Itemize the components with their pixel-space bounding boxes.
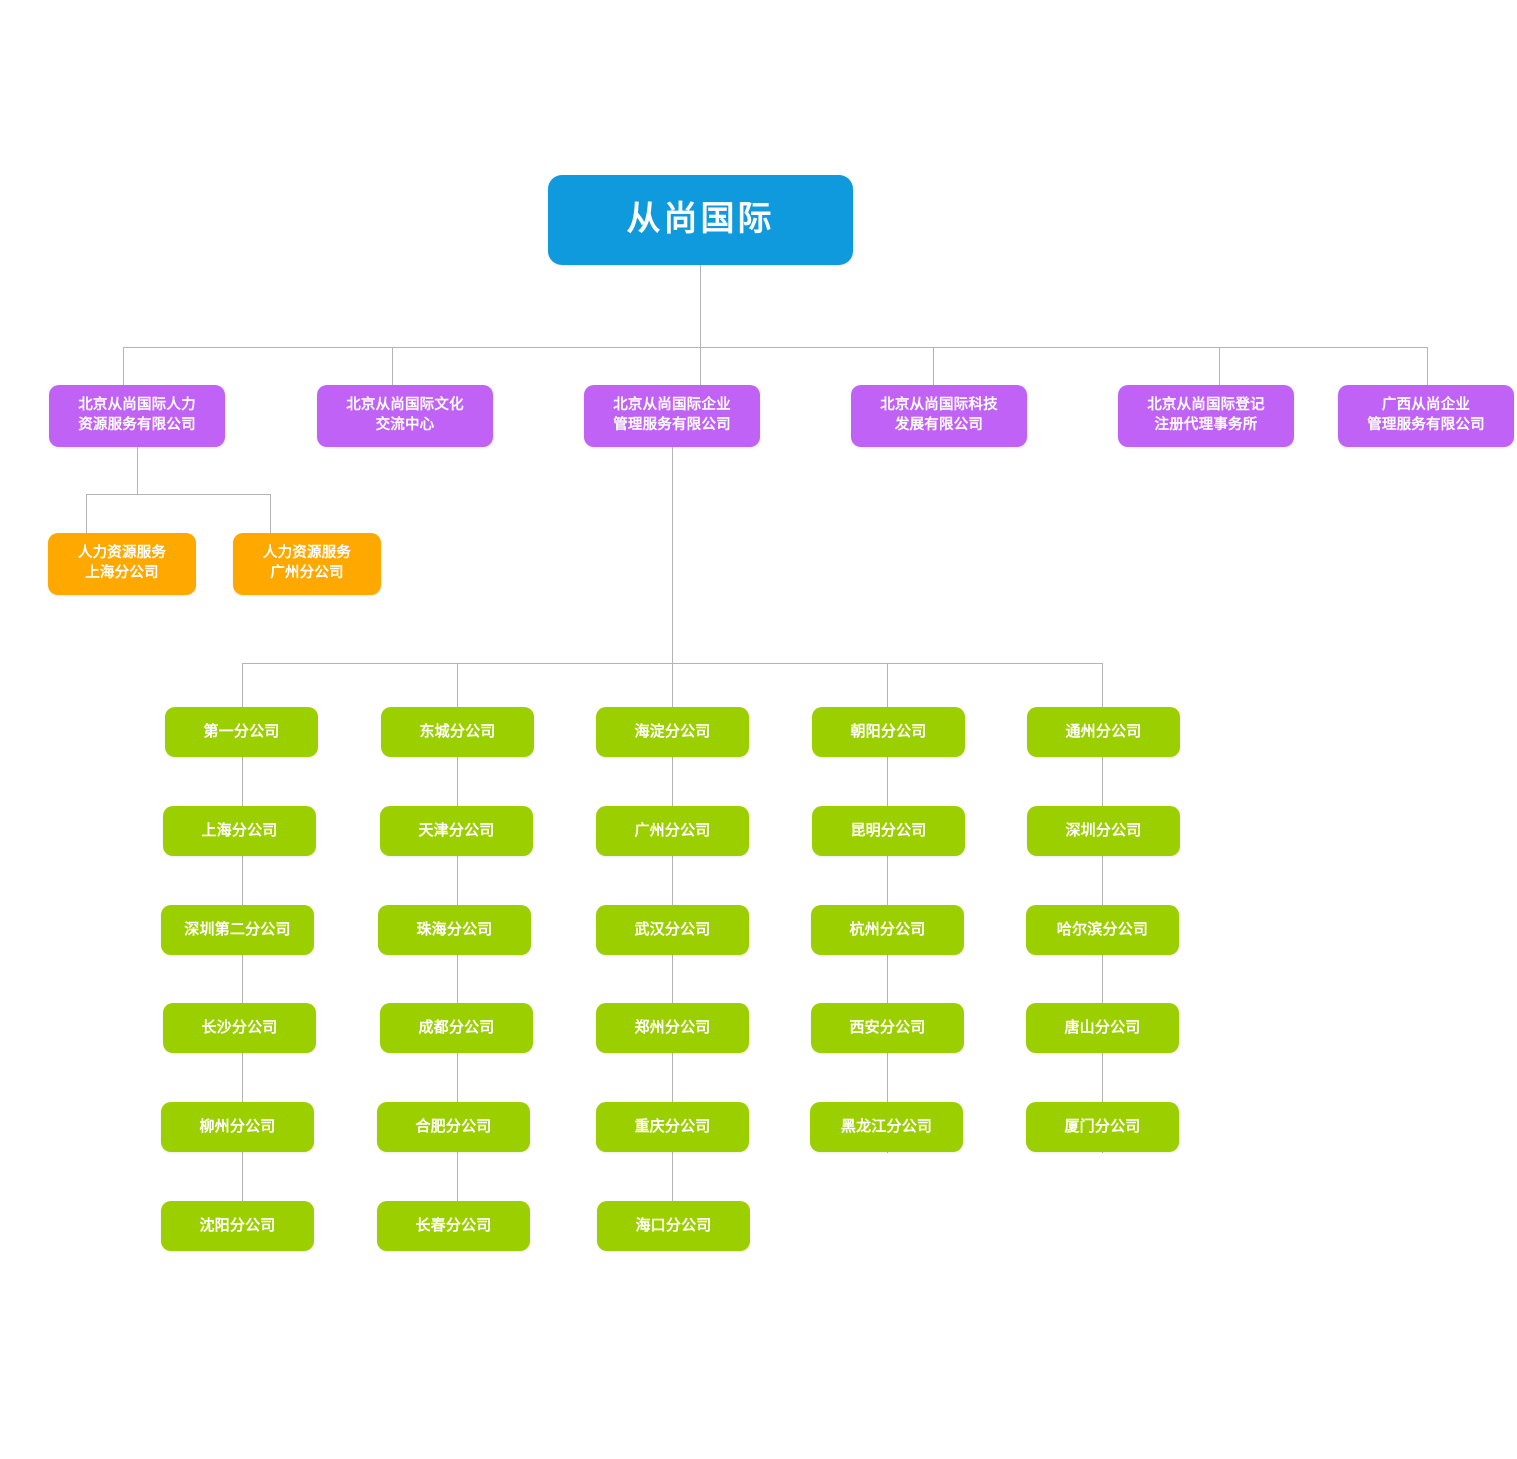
branch-node-tianjin[interactable]: 天津分公司: [380, 806, 533, 856]
branch-node-hangzhou[interactable]: 杭州分公司: [811, 905, 964, 955]
connector-drop-division-3: [700, 347, 701, 385]
branch-node-changchun[interactable]: 长春分公司: [377, 1201, 530, 1251]
branch-node-shenzhen[interactable]: 深圳分公司: [1027, 806, 1180, 856]
root-node-congshang-international[interactable]: 从尚国际: [548, 175, 853, 265]
connector-hr-stem: [137, 447, 138, 494]
connector-column-3-spine: [672, 663, 673, 1251]
branch-node-wuhan[interactable]: 武汉分公司: [596, 905, 749, 955]
hr-branch-node-guangzhou[interactable]: 人力资源服务 广州分公司: [233, 533, 381, 595]
division-node-beijing-enterprise-management[interactable]: 北京从尚国际企业 管理服务有限公司: [584, 385, 760, 447]
branch-node-guangzhou[interactable]: 广州分公司: [596, 806, 749, 856]
branch-node-harbin[interactable]: 哈尔滨分公司: [1026, 905, 1179, 955]
connector-column-1-spine: [242, 663, 243, 1251]
branch-node-xiamen[interactable]: 厦门分公司: [1026, 1102, 1179, 1152]
branch-node-zhengzhou[interactable]: 郑州分公司: [596, 1003, 749, 1053]
connector-column-2-spine: [457, 663, 458, 1251]
hr-branch-node-shanghai[interactable]: 人力资源服务 上海分公司: [48, 533, 196, 595]
branch-node-haidian[interactable]: 海淀分公司: [596, 707, 749, 757]
connector-drop-division-6: [1427, 347, 1428, 385]
division-node-beijing-culture-exchange[interactable]: 北京从尚国际文化 交流中心: [317, 385, 493, 447]
division-node-beijing-technology-development[interactable]: 北京从尚国际科技 发展有限公司: [851, 385, 1027, 447]
connector-drop-hr-2: [270, 494, 271, 533]
branch-node-changsha[interactable]: 长沙分公司: [163, 1003, 316, 1053]
connector-branch-stem: [672, 447, 673, 663]
branch-node-shenzhen-second[interactable]: 深圳第二分公司: [161, 905, 314, 955]
branch-node-shenyang[interactable]: 沈阳分公司: [161, 1201, 314, 1251]
branch-node-zhuhai[interactable]: 珠海分公司: [378, 905, 531, 955]
branch-node-haikou[interactable]: 海口分公司: [597, 1201, 750, 1251]
division-node-guangxi-enterprise-management[interactable]: 广西从尚企业 管理服务有限公司: [1338, 385, 1514, 447]
branch-node-xian[interactable]: 西安分公司: [811, 1003, 964, 1053]
branch-node-tangshan[interactable]: 唐山分公司: [1026, 1003, 1179, 1053]
branch-node-chengdu[interactable]: 成都分公司: [380, 1003, 533, 1053]
connector-drop-division-1: [123, 347, 124, 385]
branch-node-chongqing[interactable]: 重庆分公司: [596, 1102, 749, 1152]
branch-node-dongcheng[interactable]: 东城分公司: [381, 707, 534, 757]
branch-node-shanghai[interactable]: 上海分公司: [163, 806, 316, 856]
connector-drop-division-2: [392, 347, 393, 385]
connector-drop-division-5: [1219, 347, 1220, 385]
branch-node-kunming[interactable]: 昆明分公司: [812, 806, 965, 856]
branch-node-liuzhou[interactable]: 柳州分公司: [161, 1102, 314, 1152]
connector-root-stem: [700, 265, 701, 347]
branch-node-tongzhou[interactable]: 通州分公司: [1027, 707, 1180, 757]
connector-drop-division-4: [933, 347, 934, 385]
connector-hr-bus: [86, 494, 271, 495]
branch-node-chaoyang[interactable]: 朝阳分公司: [812, 707, 965, 757]
division-node-beijing-hr-service[interactable]: 北京从尚国际人力 资源服务有限公司: [49, 385, 225, 447]
branch-node-diyi[interactable]: 第一分公司: [165, 707, 318, 757]
branch-node-hefei[interactable]: 合肥分公司: [377, 1102, 530, 1152]
connector-division-bus: [123, 347, 1427, 348]
connector-drop-hr-1: [86, 494, 87, 533]
division-node-beijing-registration-agency[interactable]: 北京从尚国际登记 注册代理事务所: [1118, 385, 1294, 447]
branch-node-heilongjiang[interactable]: 黑龙江分公司: [810, 1102, 963, 1152]
